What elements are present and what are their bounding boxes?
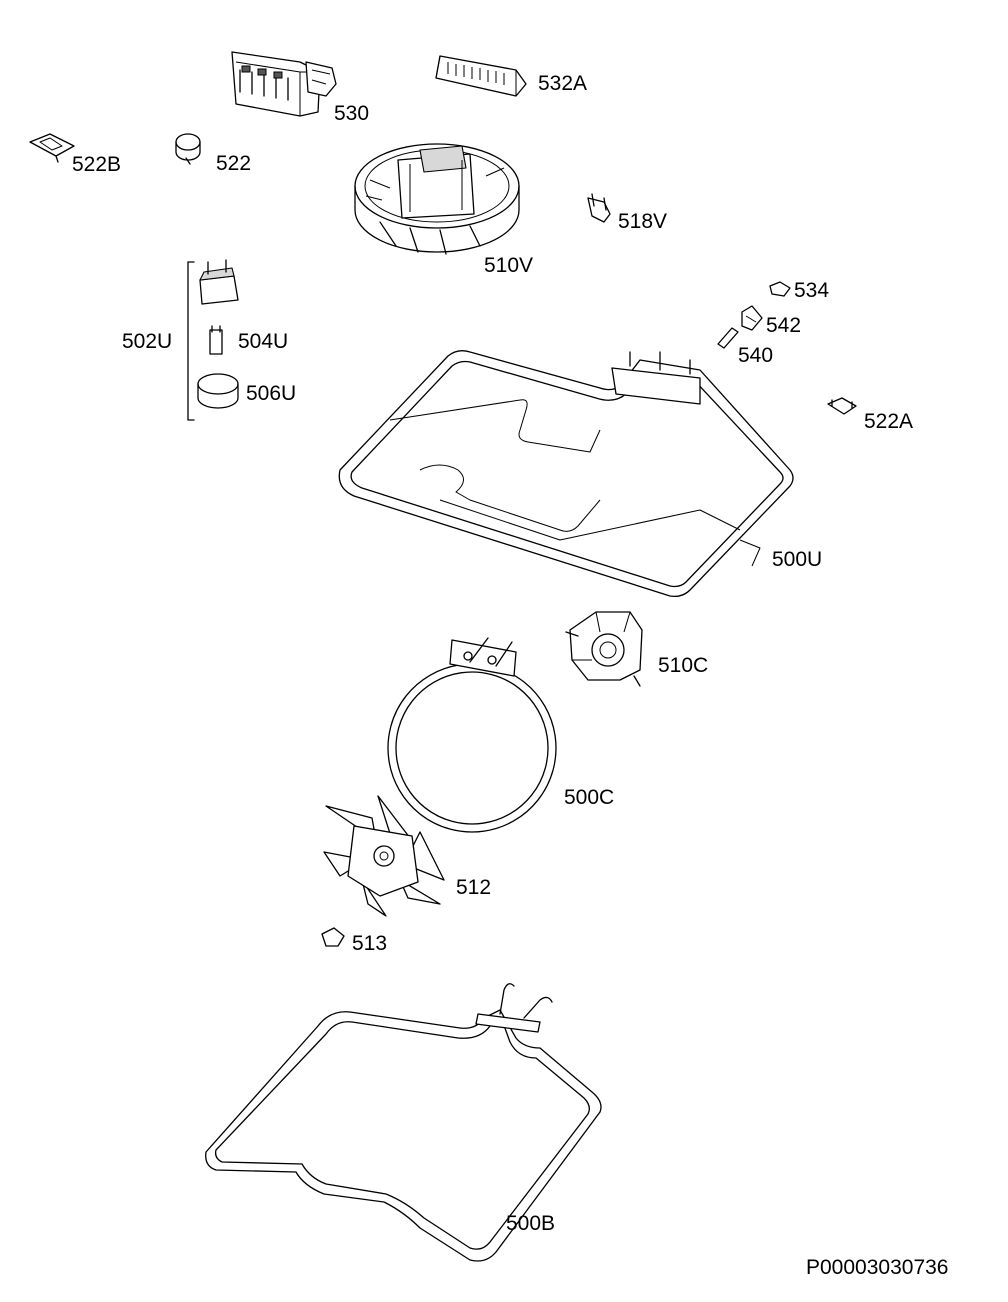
part-522-drawing xyxy=(175,133,201,165)
part-500U-drawing xyxy=(338,350,794,598)
part-500B-drawing xyxy=(205,983,602,1262)
label-530: 530 xyxy=(334,102,369,125)
part-500C-drawing xyxy=(387,637,557,833)
part-532A-drawing xyxy=(435,55,527,97)
part-502U-drawing xyxy=(199,259,239,305)
part-512-drawing xyxy=(323,795,445,917)
label-500B: 500B xyxy=(506,1212,555,1235)
part-506U-drawing xyxy=(197,373,239,409)
label-522: 522 xyxy=(216,152,251,175)
label-522B: 522B xyxy=(72,153,121,176)
label-500C: 500C xyxy=(564,786,614,809)
label-500U: 500U xyxy=(772,548,822,571)
part-522A-drawing xyxy=(827,397,857,415)
label-504U: 504U xyxy=(238,330,288,353)
label-512: 512 xyxy=(456,876,491,899)
part-510C-drawing xyxy=(565,611,643,687)
label-540: 540 xyxy=(738,344,773,367)
part-540-drawing xyxy=(717,327,739,349)
label-502U: 502U xyxy=(122,330,172,353)
label-542: 542 xyxy=(766,314,801,337)
label-513: 513 xyxy=(352,932,387,955)
label-518V: 518V xyxy=(618,210,667,233)
part-510V-drawing xyxy=(354,143,520,255)
part-513-drawing xyxy=(321,927,345,947)
part-504U-drawing xyxy=(209,325,223,355)
label-522A: 522A xyxy=(864,410,913,433)
label-510V: 510V xyxy=(484,254,533,277)
drawing-code: P00003030736 xyxy=(806,1256,948,1279)
label-534: 534 xyxy=(794,279,829,302)
label-532A: 532A xyxy=(538,72,587,95)
part-518V-drawing xyxy=(587,193,611,223)
part-534-drawing xyxy=(769,281,791,297)
label-506U: 506U xyxy=(246,382,296,405)
label-510C: 510C xyxy=(658,654,708,677)
group-502U-bracket xyxy=(187,261,195,421)
part-530-drawing xyxy=(231,51,337,117)
part-542-drawing xyxy=(741,305,763,331)
part-522B-drawing xyxy=(29,133,75,163)
